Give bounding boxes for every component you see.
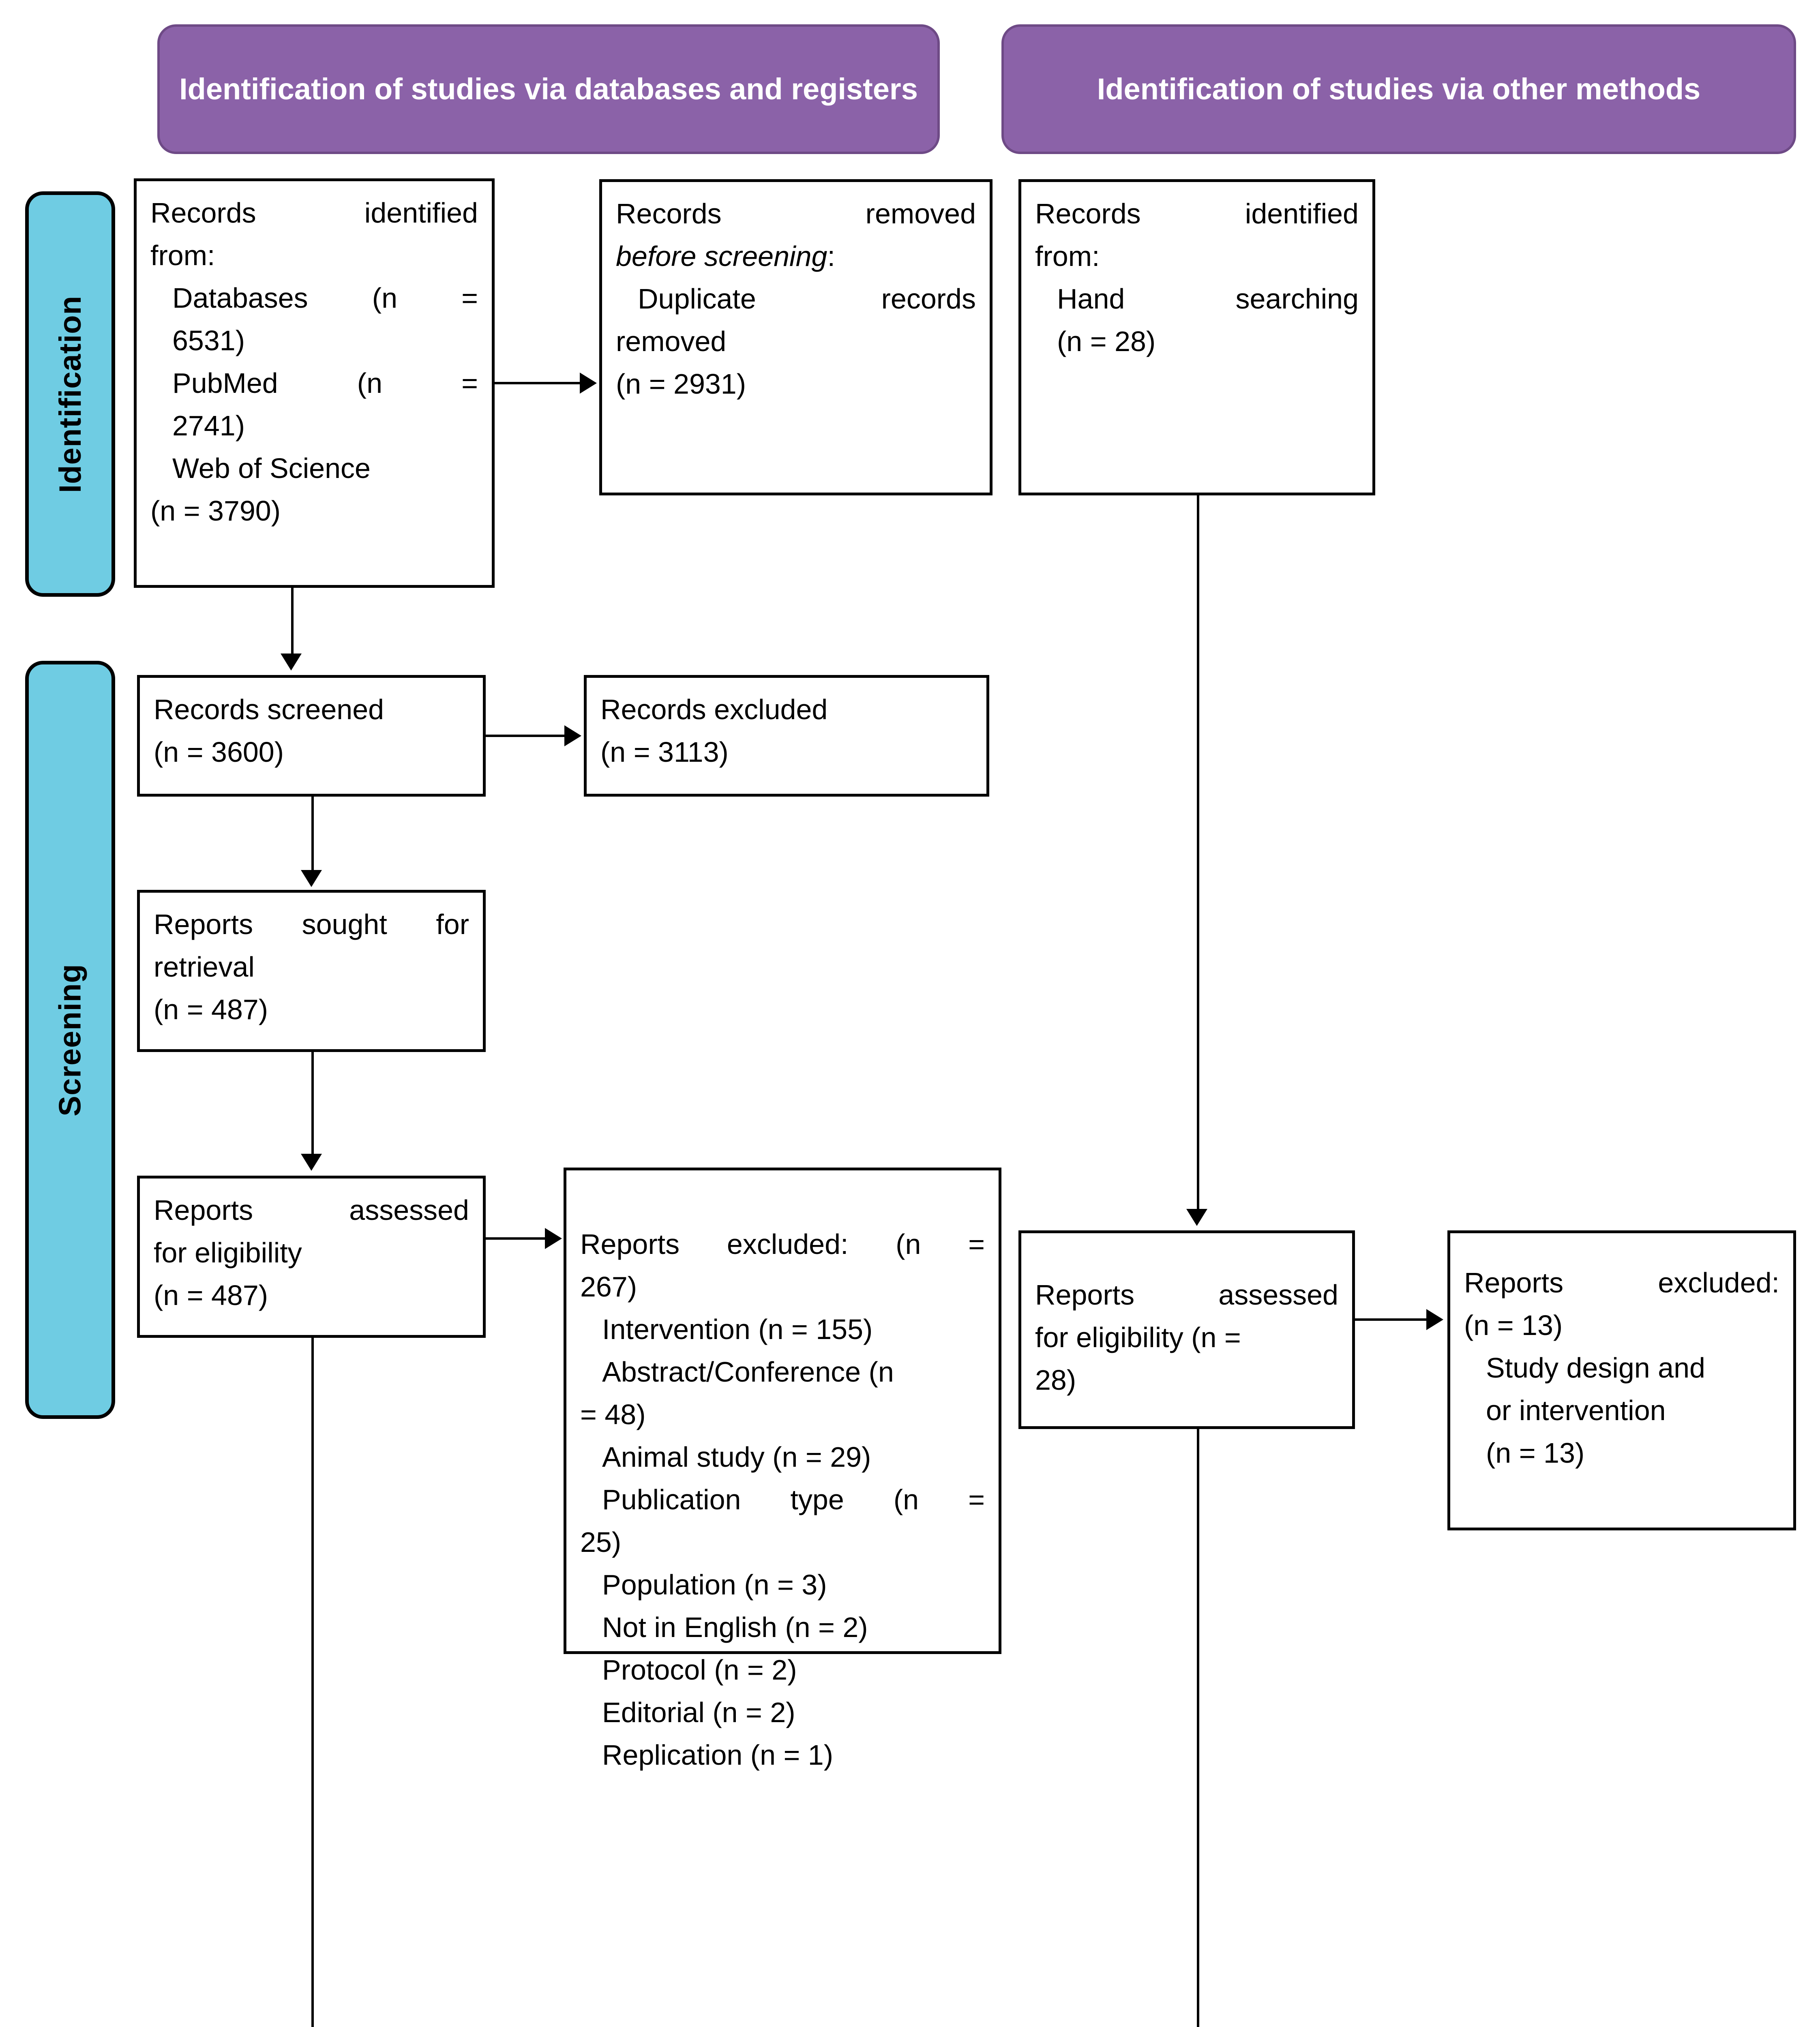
arrow-identified-to-removed xyxy=(580,373,597,394)
box-reports-excluded-other: Reports excluded: (n = 13) Study design … xyxy=(1447,1230,1796,1530)
box-records-screened: Records screened (n = 3600) xyxy=(137,675,486,797)
arrow-other-identified-to-assessed xyxy=(1186,1209,1207,1226)
box-line: Duplicate records xyxy=(638,283,976,315)
box-line: from: xyxy=(150,240,215,271)
arrow-assessed-other-to-excluded-other xyxy=(1426,1309,1443,1330)
box-line: retrieval xyxy=(154,951,255,983)
box-line: Reports excluded: xyxy=(1464,1267,1779,1298)
arrow-screened-to-excluded xyxy=(564,725,581,746)
box-reason-item: Replication (n = 1) xyxy=(602,1739,834,1771)
box-line: Study design and xyxy=(1486,1352,1705,1384)
box-records-excluded: Records excluded (n = 3113) xyxy=(584,675,989,797)
box-records-removed-before-screening: Records removed before screening: Duplic… xyxy=(599,179,993,495)
box-line: before screening: xyxy=(616,240,835,272)
phase-tab-screening: Screening xyxy=(25,661,115,1419)
connector-screened-to-sought xyxy=(311,797,314,876)
connector-assessed-other-to-excluded-other xyxy=(1355,1318,1430,1321)
box-line: Records removed xyxy=(616,198,976,229)
arrow-screened-to-sought xyxy=(301,870,322,887)
box-line: Records screened xyxy=(154,694,384,725)
box-reports-excluded-reasons-databases: Reports excluded: (n = 267) Intervention… xyxy=(564,1168,1001,1771)
arrow-identified-to-screened xyxy=(281,654,302,671)
phase-tab-identification: Identification xyxy=(25,191,115,597)
box-reason-item: Abstract/Conference (n xyxy=(602,1356,894,1388)
box-line: (n = 13) xyxy=(1486,1437,1585,1469)
connector-screened-to-excluded xyxy=(486,735,568,737)
box-reason-item: 25) xyxy=(580,1526,622,1558)
box-line: (n = 3790) xyxy=(150,495,281,527)
connector-identified-to-screened xyxy=(291,588,294,661)
connector-sought-to-assessed xyxy=(311,1052,314,1157)
box-line: (n = 2931) xyxy=(616,368,746,400)
box-line: PubMed (n = xyxy=(172,367,478,399)
box-line: (n = 28) xyxy=(1057,326,1156,357)
box-line: or intervention xyxy=(1486,1395,1666,1426)
box-line: (n = 13) xyxy=(1464,1309,1563,1341)
box-line: (n = 487) xyxy=(154,1279,268,1311)
arrow-assessed-to-excluded-list xyxy=(545,1228,562,1249)
box-line: Records identified xyxy=(150,197,478,229)
connector-identified-to-removed xyxy=(495,382,584,384)
box-reason-item: = 48) xyxy=(580,1399,646,1430)
box-line: (n = 3113) xyxy=(600,736,729,768)
box-line: Hand searching xyxy=(1057,283,1359,315)
box-line: 28) xyxy=(1035,1364,1076,1396)
connector-assessed-other-down xyxy=(1197,1429,1199,2027)
banner-databases-and-registers: Identification of studies via databases … xyxy=(157,24,940,154)
banner-other-methods: Identification of studies via other meth… xyxy=(1001,24,1796,154)
connector-assessed-to-excluded-list xyxy=(486,1237,547,1240)
arrow-sought-to-assessed xyxy=(301,1154,322,1171)
box-line: Reports sought for xyxy=(154,909,469,940)
box-line: 2741) xyxy=(172,410,245,441)
box-line: from: xyxy=(1035,240,1100,272)
box-line: Web of Science xyxy=(172,452,371,484)
box-records-identified-databases: Records identified from: Databases (n = … xyxy=(134,178,495,588)
connector-assessed-to-included xyxy=(311,1338,314,2027)
box-reason-item: Intervention (n = 155) xyxy=(602,1313,873,1345)
box-line: Records excluded xyxy=(600,694,828,725)
box-reason-item: Protocol (n = 2) xyxy=(602,1654,797,1686)
phase-tab-screening-label: Screening xyxy=(53,963,88,1116)
box-line: removed xyxy=(616,326,727,357)
box-records-identified-other-methods: Records identified from: Hand searching … xyxy=(1018,179,1375,495)
box-line: Reports assessed xyxy=(154,1194,469,1226)
banner-other-methods-label: Identification of studies via other meth… xyxy=(1097,72,1701,106)
box-line: Reports excluded: (n = xyxy=(580,1228,985,1260)
box-line: Reports assessed xyxy=(1035,1279,1338,1311)
box-reason-item: Animal study (n = 29) xyxy=(602,1441,871,1473)
box-reason-item: Not in English (n = 2) xyxy=(602,1611,868,1643)
box-reports-sought-for-retrieval: Reports sought for retrieval (n = 487) xyxy=(137,890,486,1052)
box-line: (n = 487) xyxy=(154,994,268,1025)
box-reason-item: Population (n = 3) xyxy=(602,1569,827,1601)
box-line: Records identified xyxy=(1035,198,1359,229)
phase-tab-identification-label: Identification xyxy=(53,295,88,493)
box-line: 267) xyxy=(580,1271,637,1303)
box-line: (n = 3600) xyxy=(154,736,284,768)
connector-other-identified-to-assessed xyxy=(1197,495,1199,1213)
box-reason-item: Editorial (n = 2) xyxy=(602,1697,795,1728)
box-line: for eligibility xyxy=(154,1237,302,1268)
box-line: for eligibility (n = xyxy=(1035,1322,1241,1353)
box-line: Databases (n = xyxy=(172,282,478,314)
banner-databases-label: Identification of studies via databases … xyxy=(179,72,918,106)
box-reports-assessed-eligibility-other: Reports assessed for eligibility (n = 28… xyxy=(1018,1230,1355,1429)
box-reports-assessed-eligibility-databases: Reports assessed for eligibility (n = 48… xyxy=(137,1176,486,1338)
box-reason-item: Publication type (n = xyxy=(602,1484,985,1515)
box-line: 6531) xyxy=(172,325,245,356)
